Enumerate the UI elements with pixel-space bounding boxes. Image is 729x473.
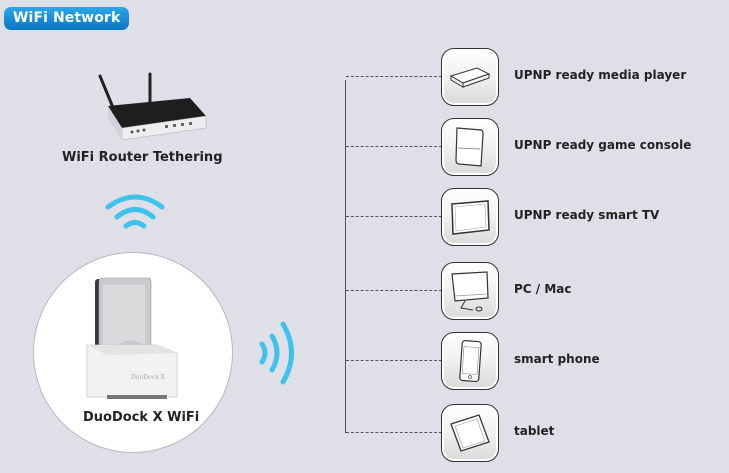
connection-trunk-line xyxy=(345,80,346,433)
tablet-icon xyxy=(441,404,499,462)
connector-line xyxy=(346,146,442,147)
desktop-computer-icon xyxy=(441,262,499,320)
client-label: UPNP ready smart TV xyxy=(514,208,660,222)
smartphone-icon xyxy=(441,332,499,390)
connector-line xyxy=(346,360,442,361)
wifi-router-icon xyxy=(98,72,207,141)
wifi-signal-icon xyxy=(259,321,294,385)
client-row-media-player: UPNP ready media player xyxy=(346,48,726,106)
connector-line xyxy=(346,216,442,217)
connector-line xyxy=(346,290,442,291)
router-label: WiFi Router Tethering xyxy=(62,150,223,165)
client-row-smart-tv: UPNP ready smart TV xyxy=(346,188,726,246)
duodock-device-icon: DuoDock X xyxy=(86,277,178,399)
client-label: PC / Mac xyxy=(514,282,572,296)
device-brand-mark: DuoDock X xyxy=(131,374,166,381)
game-console-icon xyxy=(441,118,499,176)
smart-tv-icon xyxy=(441,188,499,246)
client-row-smartphone: smart phone xyxy=(346,332,726,390)
client-label: tablet xyxy=(514,424,555,438)
client-row-tablet: tablet xyxy=(346,404,726,462)
client-label: UPNP ready game console xyxy=(514,138,692,152)
client-label: smart phone xyxy=(514,352,600,366)
connector-line xyxy=(346,432,442,433)
wifi-signal-icon xyxy=(105,194,165,229)
section-title-badge: WiFi Network xyxy=(4,7,130,30)
device-label: DuoDock X WiFi xyxy=(83,410,200,425)
connector-line xyxy=(346,76,442,77)
client-row-game-console: UPNP ready game console xyxy=(346,118,726,176)
client-row-pc-mac: PC / Mac xyxy=(346,262,726,320)
client-label: UPNP ready media player xyxy=(514,68,687,82)
media-player-icon xyxy=(441,48,499,106)
